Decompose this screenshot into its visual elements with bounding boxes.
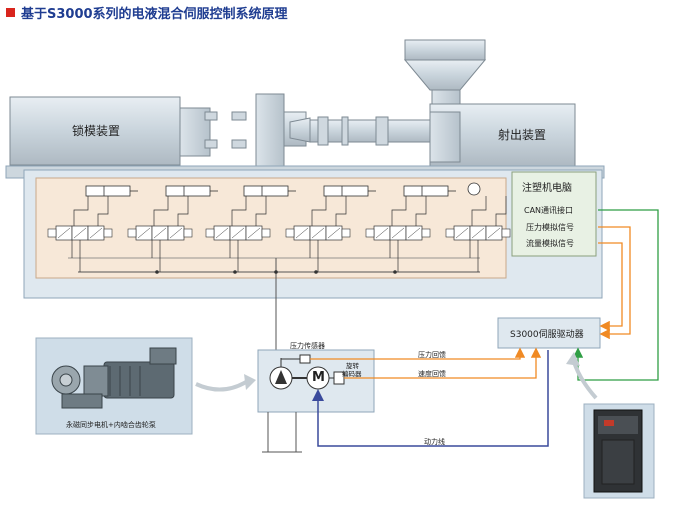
valve-group-1 (47, 185, 138, 272)
speed-feedback-label: 速度回馈 (418, 370, 446, 378)
encoder-label-2: 编码器 (342, 370, 362, 378)
flow-signal-line (598, 242, 623, 332)
drive-label: S3000伺服驱动器 (510, 330, 584, 340)
valve-group-5 (365, 185, 456, 272)
speed-feedback-line (344, 347, 542, 379)
computer-box (511, 171, 597, 257)
signal-can: CAN通讯接口 (524, 206, 574, 215)
pressure-sensor-icon (299, 354, 311, 364)
hopper-shape (403, 39, 487, 113)
valve-group-4 (285, 185, 376, 272)
pressure-feedback-label: 压力回馈 (418, 351, 446, 359)
drive-box (497, 317, 601, 349)
pressure-feedback-line (310, 347, 526, 360)
clamp-unit-label: 锁模装置 (72, 124, 121, 138)
injection-unit-label: 射出装置 (498, 128, 547, 142)
signal-flow: 流量模拟信号 (526, 239, 574, 248)
valve-group-3 (205, 185, 296, 272)
pressure-signal-line (598, 226, 631, 340)
valve-group-2 (127, 185, 218, 272)
clamp-unit-body (9, 96, 181, 166)
servo-motor-pump-illustration (51, 347, 177, 409)
power-line (312, 350, 549, 447)
computer-label: 注塑机电脑 (522, 183, 572, 194)
title-bar: 基于S3000系列的电液混合伺服控制系统原理 (6, 3, 288, 22)
signal-pressure: 压力模拟信号 (526, 223, 574, 232)
encoder-label-1: 旋转 (346, 362, 359, 370)
title-bullet-icon (6, 7, 15, 17)
valve-groups (47, 182, 511, 272)
motor-photo-caption: 永磁同步电机+内啮合齿轮泵 (66, 421, 156, 429)
valve-group-6 (445, 182, 511, 272)
pressure-sensor-label: 压力传感器 (290, 342, 325, 350)
power-line-label: 动力线 (424, 438, 445, 446)
servo-drive-illustration (593, 409, 643, 493)
page-title: 基于S3000系列的电液混合伺服控制系统原理 (21, 6, 288, 22)
motor-symbol: M (312, 370, 325, 385)
